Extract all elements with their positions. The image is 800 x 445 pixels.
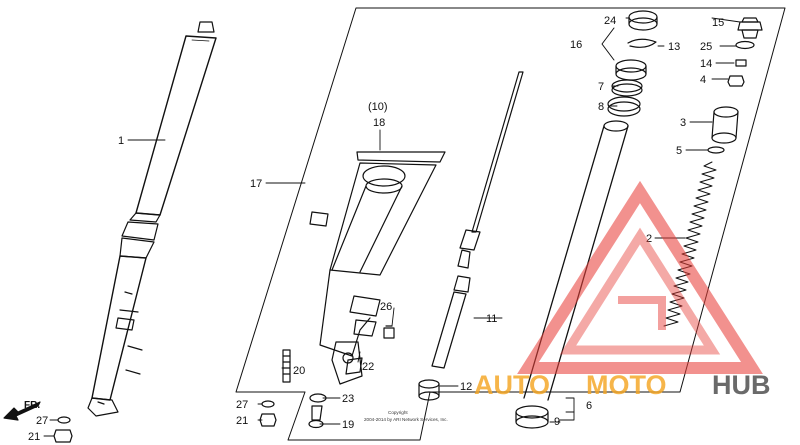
watermark-text-moto: MOTO [586, 370, 667, 400]
callout-7: 7 [598, 81, 604, 93]
callout-9: 9 [554, 416, 560, 428]
callout-13: 13 [668, 41, 680, 53]
callout-2: 2 [646, 233, 652, 245]
callout-27-left: 27 [36, 415, 48, 427]
callout-12: 12 [460, 381, 472, 393]
callout-16: 16 [570, 39, 582, 51]
part-8-oil-seal [607, 96, 641, 117]
callout-1: 1 [118, 135, 124, 147]
part-14-spacer [735, 59, 747, 67]
assembled-fork [87, 21, 217, 417]
callout-labels: 1 17 (10) 18 11 12 26 22 20 23 19 27 21 … [24, 15, 724, 443]
watermark-text-auto: AUTO [474, 370, 550, 400]
copyright-line-1: Copyright [388, 410, 408, 415]
callout-leader-lines [43, 17, 741, 437]
watermark-triangle-logo [517, 180, 763, 374]
front-marker-label: FR. [24, 400, 40, 411]
callout-20: 20 [293, 365, 305, 377]
callout-19: 19 [342, 419, 354, 431]
callout-17: 17 [250, 178, 262, 190]
part-5-washer [707, 146, 725, 154]
part-12-bushing [418, 379, 440, 401]
callout-24: 24 [604, 15, 616, 27]
callout-21: 21 [236, 415, 248, 427]
part-6-slider-bush [515, 405, 549, 429]
callout-25: 25 [700, 41, 712, 53]
watermark-text-hub: HUB [712, 370, 771, 400]
part-21-nut-left [53, 429, 73, 443]
part-7-dust-seal [611, 79, 643, 97]
callout-14: 14 [700, 58, 712, 70]
callout-21-left: 21 [28, 431, 40, 443]
part-13-retaining-clip [627, 38, 657, 48]
callout-11: 11 [486, 313, 497, 325]
callout-18: 18 [373, 117, 385, 129]
part-22-bracket [345, 357, 363, 375]
callout-15: 15 [712, 17, 724, 29]
fork-bottom-case [309, 151, 446, 385]
part-11-damper-rod [431, 71, 524, 369]
part-15-fork-cap-bolt [737, 17, 763, 39]
callout-10: (10) [368, 101, 388, 113]
part-25-o-ring [735, 40, 755, 50]
callout-8: 8 [598, 101, 604, 113]
bracket-16 [601, 27, 615, 61]
callout-3: 3 [680, 117, 686, 129]
callout-6: 6 [586, 400, 592, 412]
automotohub-watermark: AUTO MOTO HUB [474, 180, 771, 400]
part-2-fork-spring [663, 161, 717, 327]
callout-27: 27 [236, 399, 248, 411]
callout-22: 22 [362, 361, 374, 373]
callout-26: 26 [380, 301, 392, 313]
part-4-washer [727, 75, 745, 87]
copyright-line-2: 2004-2014 by ARI Network Services, Inc. [364, 417, 448, 422]
part-16-seal-set [615, 59, 647, 81]
part-27-washer-left [57, 416, 71, 424]
exploded-view-boundary [235, 7, 786, 441]
front-direction-arrow [3, 401, 41, 421]
part-27-washer [261, 400, 275, 408]
callout-4: 4 [700, 74, 706, 86]
callout-5: 5 [676, 145, 682, 157]
part-24-cap [628, 10, 658, 31]
part-20-bolt [282, 349, 291, 383]
part-26-bolt [383, 325, 395, 339]
callout-23: 23 [342, 393, 354, 405]
part-3-spacer [711, 106, 739, 144]
